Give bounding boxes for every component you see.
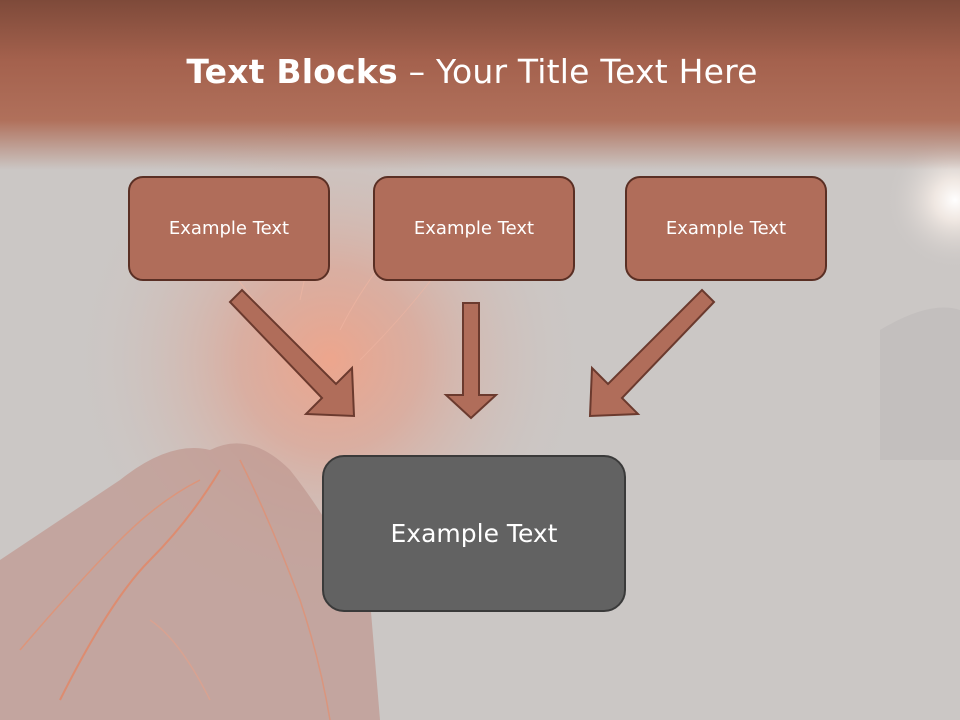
title-bold: Text Blocks (186, 52, 398, 91)
text-block-2[interactable]: Example Text (373, 176, 575, 281)
title-dash: – (397, 52, 436, 91)
text-block-1-label: Example Text (168, 218, 290, 239)
text-block-1[interactable]: Example Text (128, 176, 330, 281)
title-rest: Your Title Text Here (435, 52, 758, 91)
target-text-block-label: Example Text (390, 519, 558, 548)
slide-title: Text Blocks – Your Title Text Here (0, 52, 944, 91)
text-block-2-label: Example Text (413, 218, 535, 239)
text-block-3[interactable]: Example Text (625, 176, 827, 281)
title-band (0, 0, 960, 170)
text-block-3-label: Example Text (665, 218, 787, 239)
target-text-block[interactable]: Example Text (322, 455, 626, 612)
